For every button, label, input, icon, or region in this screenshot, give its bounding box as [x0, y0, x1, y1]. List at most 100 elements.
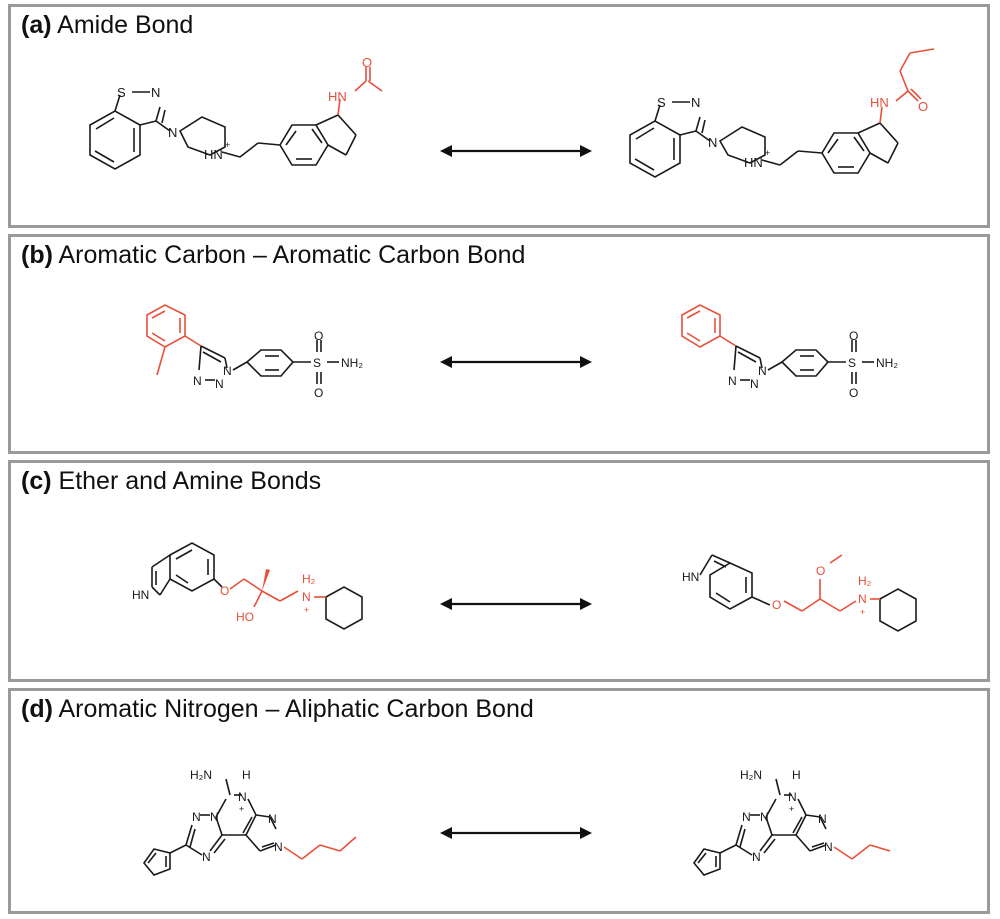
- molecule-b-left-highlight: [146, 304, 202, 376]
- panel-d-label: Aromatic Nitrogen – Aliphatic Carbon Bon…: [58, 695, 534, 723]
- atom-charge: +: [860, 607, 865, 617]
- molecule-b-right-labels: N N N S O O NH₂: [728, 329, 898, 400]
- atom-h2: H₂: [302, 572, 316, 586]
- molecule-a-left-bonds: [89, 91, 357, 170]
- molecule-b-right-highlight: [681, 304, 737, 348]
- panel-d-title: (d) Aromatic Nitrogen – Aliphatic Carbon…: [21, 695, 534, 724]
- atom-n: N: [691, 95, 700, 110]
- molecule-d-right: H₂N H N + N N N N N: [692, 768, 891, 876]
- molecule-c-left-labels: HN: [132, 588, 149, 602]
- molecule-c-left-highlight-labels: O HO N H₂ +: [220, 572, 316, 624]
- molecule-a-right: S N N HN + HN O: [629, 48, 935, 178]
- atom-n: N: [168, 125, 177, 140]
- molecule-c-right: HN O O N H₂ +: [682, 554, 917, 632]
- molecule-d-left-highlight: [283, 836, 357, 860]
- atom-n: N: [708, 135, 717, 150]
- atom-h2n: H₂N: [740, 768, 762, 782]
- molecule-a-left-labels: S N N HN +: [117, 85, 230, 162]
- atom-hn: HN: [328, 89, 347, 104]
- atom-n: N: [238, 790, 247, 804]
- double-arrow-a: [440, 145, 592, 157]
- molecule-a-right-labels: S N N HN +: [657, 95, 770, 170]
- molecule-b-left-labels: N N N S O O NH₂: [193, 329, 363, 400]
- atom-hn: HN: [682, 570, 699, 584]
- atom-h2: H₂: [858, 574, 872, 588]
- atom-h2n: H₂N: [190, 768, 212, 782]
- atom-hn: HN: [204, 147, 223, 162]
- molecule-c-right-bonds: [699, 554, 917, 632]
- atom-n: N: [760, 810, 769, 824]
- molecule-a-left-highlight-labels: HN O: [328, 55, 372, 104]
- atom-o: O: [849, 329, 858, 343]
- panel-c-letter: (c): [21, 467, 52, 495]
- atom-n: N: [268, 812, 277, 826]
- molecule-b-left-bonds: [198, 340, 339, 384]
- atom-o: O: [220, 584, 229, 598]
- atom-n: N: [193, 374, 202, 388]
- atom-hn: HN: [870, 95, 889, 110]
- atom-n: N: [302, 590, 311, 604]
- atom-nh2: NH₂: [876, 356, 898, 370]
- atom-nh2: NH₂: [341, 356, 363, 370]
- molecule-d-right-highlight: [833, 844, 891, 860]
- atom-o: O: [816, 564, 825, 578]
- molecule-d-left-bonds: [142, 778, 277, 876]
- atom-charge: +: [239, 804, 244, 814]
- panel-a-label: Amide Bond: [57, 11, 194, 39]
- atom-n: N: [151, 85, 160, 100]
- atom-n: N: [728, 374, 737, 388]
- atom-o: O: [918, 99, 928, 114]
- panel-b-title: (b) Aromatic Carbon – Aromatic Carbon Bo…: [21, 241, 525, 270]
- atom-n: N: [274, 840, 283, 854]
- panel-c-title: (c) Ether and Amine Bonds: [21, 467, 321, 496]
- atom-s: S: [117, 85, 126, 100]
- atom-s: S: [848, 356, 856, 370]
- atom-n: N: [223, 364, 232, 378]
- atom-o: O: [772, 598, 781, 612]
- molecule-d-left: H₂N H N + N N N N N: [142, 768, 357, 876]
- atom-h: H: [792, 768, 801, 782]
- atom-s: S: [657, 95, 666, 110]
- panel-amide-bond: (a) Amide Bond: [8, 4, 990, 228]
- atom-n: N: [752, 850, 761, 864]
- atom-o: O: [849, 386, 858, 400]
- double-arrow-c: [440, 598, 592, 610]
- atom-n: N: [742, 810, 751, 824]
- molecule-d-right-bonds: [692, 778, 827, 876]
- molecule-b-right: N N N S O O NH₂: [681, 304, 898, 400]
- panel-aromatic-nitrogen-bond: (d) Aromatic Nitrogen – Aliphatic Carbon…: [8, 688, 990, 914]
- panel-ether-amine-bonds: (c) Ether and Amine Bonds: [8, 460, 990, 682]
- atom-n: N: [824, 840, 833, 854]
- molecule-d-right-labels: H₂N H N + N N N N N: [740, 768, 833, 864]
- atom-h: H: [242, 768, 251, 782]
- panel-c-label: Ether and Amine Bonds: [58, 467, 322, 495]
- atom-o: O: [314, 386, 323, 400]
- molecule-c-left-bonds: [151, 542, 363, 630]
- molecule-a-left-highlight: [337, 67, 383, 116]
- molecule-c-left-highlight: [229, 578, 326, 608]
- atom-hn: HN: [132, 588, 149, 602]
- panel-a-title: (a) Amide Bond: [21, 11, 193, 40]
- double-arrow-b: [440, 356, 592, 368]
- atom-o: O: [362, 55, 372, 70]
- molecule-c-right-labels: HN: [682, 570, 699, 584]
- molecule-a-right-highlight-labels: HN O: [870, 95, 928, 114]
- atom-charge: +: [765, 148, 770, 158]
- atom-charge: +: [304, 605, 309, 615]
- molecule-c-left: HN O HO N H₂ +: [132, 542, 363, 630]
- molecule-a-right-highlight: [879, 48, 935, 124]
- atom-n: N: [818, 812, 827, 826]
- molecule-b-right-bonds: [733, 340, 874, 384]
- molecule-c-right-highlight: [783, 554, 880, 612]
- atom-o: O: [314, 329, 323, 343]
- molecule-d-left-labels: H₂N H N + N N N N N: [190, 768, 283, 864]
- atom-charge: +: [225, 140, 230, 150]
- molecule-a-left: S N N HN + HN O: [89, 55, 383, 170]
- molecule-a-right-bonds: [629, 101, 899, 178]
- panel-a-letter: (a): [21, 11, 52, 39]
- molecule-c-right-highlight-labels: O O N H₂ +: [772, 564, 872, 617]
- atom-n: N: [192, 810, 201, 824]
- double-arrow-d: [440, 827, 592, 839]
- atom-ho: HO: [236, 610, 254, 624]
- atom-n: N: [750, 377, 759, 391]
